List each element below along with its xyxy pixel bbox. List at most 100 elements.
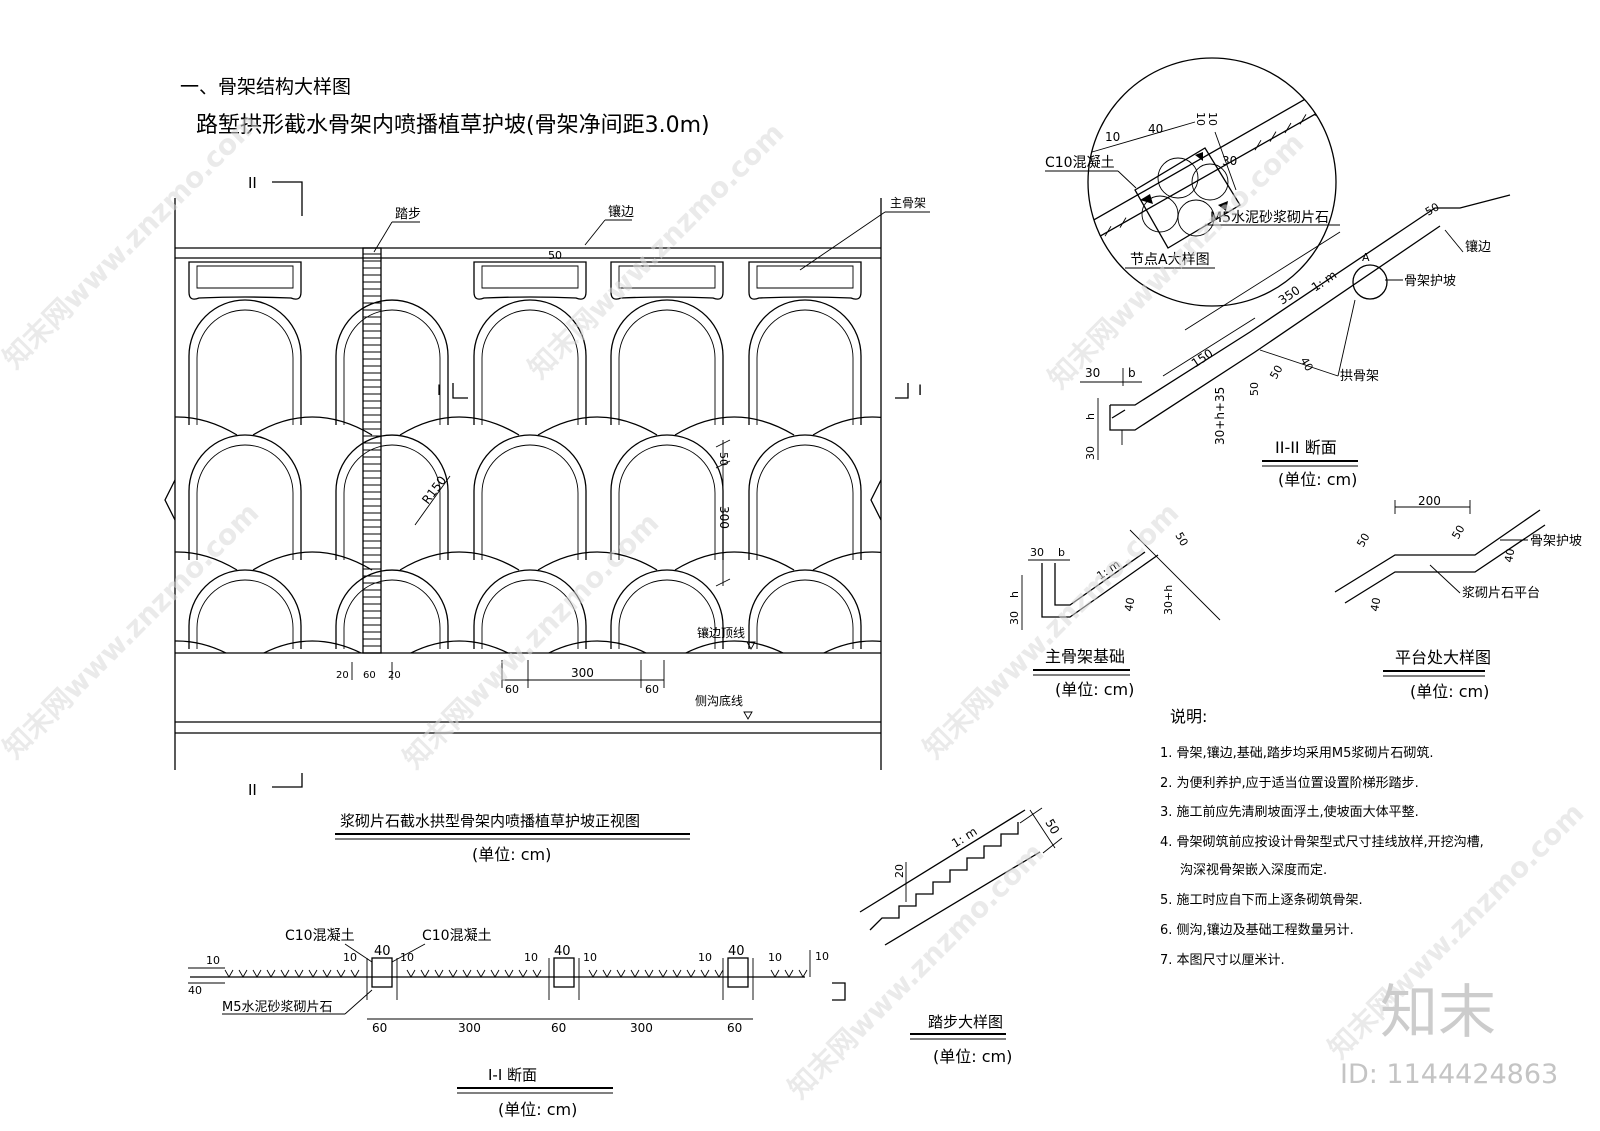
main-frame-label: 主骨架	[890, 196, 926, 210]
sec1-d40-c: 40	[728, 944, 745, 959]
dim-60-left: 60	[505, 683, 519, 696]
step-unit: (单位: cm)	[933, 1047, 1012, 1066]
sec1-d10-right-edge: 10	[815, 950, 829, 963]
found-h: h	[1008, 591, 1021, 598]
plat-d40: 40	[1502, 547, 1517, 563]
ground-hatch	[588, 969, 598, 978]
section-1: C10混凝土 C10混凝土 10 40 10 10 40 10 10 40 10…	[188, 928, 846, 1119]
plat-caption: 平台处大样图	[1395, 648, 1491, 667]
sec1-caption: I-I 断面	[488, 1066, 537, 1084]
plat-platform-label: 浆砌片石平台	[1462, 586, 1540, 601]
sec1-d40-edge: 40	[188, 984, 202, 997]
plat-d40b: 40	[1368, 596, 1383, 612]
plat-frame-slope: 骨架护坡	[1530, 534, 1582, 549]
ground-hatch	[532, 969, 542, 978]
node-d10-b: 10	[1194, 112, 1207, 126]
slope-hatch	[1104, 225, 1112, 237]
edging-top-line-label: 镶边顶线	[697, 625, 745, 640]
section-heading: 一、骨架结构大样图	[180, 76, 351, 98]
sec2-caption: II-II 断面	[1275, 438, 1337, 457]
arch-cell	[610, 569, 785, 653]
ground-hatch	[658, 969, 668, 978]
ground-hatch	[504, 969, 514, 978]
sec2-d50-b: 50	[1267, 363, 1285, 382]
notes-title: 说明:	[1170, 707, 1207, 726]
ditch-bottom-line-label: 侧沟底线	[695, 693, 743, 708]
ground-hatch	[798, 969, 808, 978]
found-d40: 40	[1122, 596, 1137, 612]
ground-hatch	[490, 969, 500, 978]
node-a-detail: C10混凝土 10 40 10 10 30 M5水泥砂浆砌片石 节点A大样图	[1045, 57, 1340, 307]
note-4: 4. 骨架砌筑前应按设计骨架型式尺寸挂线放样,开挖沟槽,	[1160, 834, 1484, 850]
sec2-edging: 镶边	[1465, 239, 1491, 255]
watermark-text: 知末网www.znzmo.com	[397, 506, 666, 775]
slope-hatch	[1075, 243, 1081, 253]
ground-hatch	[420, 969, 430, 978]
sec2-slope: 1: m	[1309, 268, 1339, 295]
ground-hatch	[266, 969, 276, 978]
ground-hatch	[700, 969, 710, 978]
sec1-d60-b: 60	[551, 1021, 566, 1035]
node-d10-a: 10	[1105, 130, 1120, 144]
arch-cell	[473, 569, 648, 653]
ground-hatch	[294, 969, 304, 978]
sec1-d10-e: 10	[698, 951, 712, 964]
arch-cell	[748, 299, 881, 436]
watermark-layer: 知末网www.znzmo.com 知末网www.znzmo.com 知末网www…	[0, 106, 1590, 1105]
front-view: II II I I 踏步 镶边 主骨架 50	[0, 174, 930, 864]
frame-cell-top	[610, 261, 724, 300]
slope-hatch	[1299, 114, 1307, 125]
slope-hatch	[1119, 217, 1127, 228]
ground-hatch	[462, 969, 472, 978]
sec1-m5-label: M5水泥砂浆砌片石	[222, 1000, 333, 1015]
node-c10-label: C10混凝土	[1045, 155, 1115, 171]
dim-edging-50: 50	[548, 249, 562, 262]
sec1-d10-b: 10	[400, 951, 414, 964]
found-d30: 30	[1030, 546, 1044, 559]
dim-ladder-20-left: 20	[336, 670, 349, 681]
drawing-subtitle: 路堑拱形截水骨架内喷播植草护坡(骨架净间距3.0m)	[196, 113, 710, 138]
arch-cell	[610, 299, 795, 436]
found-caption: 主骨架基础	[1045, 647, 1125, 666]
sec2-unit: (单位: cm)	[1278, 470, 1357, 489]
frame-cell-top	[188, 261, 302, 300]
step-label: 踏步	[395, 207, 421, 222]
step-d50: 50	[1042, 817, 1062, 837]
radius-label: R150	[419, 473, 449, 506]
node-d30: 30	[1222, 154, 1237, 168]
plat-d50a: 50	[1354, 531, 1372, 550]
section-i-mark-right: I	[918, 383, 922, 399]
sec2-h-expr: 30+h+35	[1213, 387, 1227, 445]
ground-hatch	[308, 969, 318, 978]
sec1-c10-left: C10混凝土	[285, 928, 355, 944]
front-view-caption: 浆砌片石截水拱型骨架内喷播植草护坡正视图	[340, 812, 640, 830]
sec2-node-a: A	[1362, 251, 1370, 264]
step-slope: 1: m	[949, 824, 979, 850]
watermark-brand: 知末	[1380, 978, 1496, 1046]
slope-hatch	[1089, 234, 1097, 246]
sec2-arch-frame: 拱骨架	[1340, 369, 1379, 384]
dim-ladder-20-right: 20	[388, 670, 401, 681]
sec1-d60-a: 60	[372, 1021, 387, 1035]
arch-cell	[473, 299, 658, 436]
note-4-cont: 沟深视骨架嵌入深度而定.	[1180, 862, 1327, 878]
arch-cell	[188, 434, 373, 571]
found-b: b	[1058, 546, 1065, 559]
found-h-expr: 30+h	[1162, 585, 1175, 615]
arch-cell	[0, 435, 102, 570]
sec2-d150: 150	[1189, 346, 1216, 370]
sec2-d30: 30	[1085, 366, 1100, 380]
sec2-d350: 350	[1276, 283, 1303, 307]
frame-cell-top	[0, 262, 31, 299]
sec2-b: b	[1128, 366, 1136, 380]
ground-hatch	[448, 969, 458, 978]
arch-cell	[188, 569, 363, 653]
watermark-text: 知末网www.znzmo.com	[917, 496, 1186, 765]
step-detail: 50 1: m 20 踏步大样图 (单位: cm)	[859, 807, 1063, 1066]
notes: 说明: 1. 骨架,镶边,基础,踏步均采用M5浆砌片石砌筑. 2. 为便利养护,…	[1160, 707, 1484, 968]
sec1-d40-b: 40	[554, 944, 571, 959]
sec1-c10-right: C10混凝土	[422, 928, 492, 944]
arch-cell	[335, 569, 510, 653]
node-d10-c: 10	[1206, 112, 1219, 126]
sec2-d50-top: 50	[1423, 200, 1442, 218]
